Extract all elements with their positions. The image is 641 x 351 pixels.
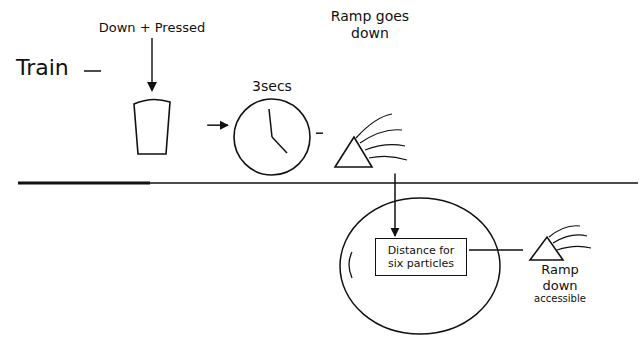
clock-hand [269,109,272,137]
process-box: Distance for six particles [375,238,467,276]
track-line [150,182,638,184]
dash-mark [84,70,101,72]
node-outline [525,222,595,262]
timer-node: 3secs [230,78,314,179]
bracket-mark [349,252,352,278]
node-outline [330,42,410,172]
motion-line [360,129,402,142]
clock-face [234,99,310,175]
motion-line [553,235,587,243]
train-label: Train [16,55,69,80]
node-text: Ramp down [534,262,586,293]
ramp-node: Ramp downaccessible [525,222,595,305]
node-text: Down + Pressed [99,20,205,36]
node-text: Distance for six particles [381,244,461,270]
motion-line [557,246,591,250]
connector-line [207,124,228,126]
button-shape [134,99,170,154]
motion-line [369,156,407,160]
ramp-shape [335,137,372,167]
leader-head [147,82,157,92]
node-text: Ramp goes down [325,8,415,42]
leader-arrow [151,38,152,86]
button-node: Down + Pressed [99,20,205,156]
node-outline [230,95,314,179]
connector-line [394,174,396,236]
node-outline [122,36,182,156]
connector-line [316,132,323,134]
track-thick [18,182,150,185]
node-text: accessible [534,293,586,305]
clock-hand [272,137,287,153]
node-text: 3secs [252,78,292,95]
motion-line [365,144,405,149]
ramp-node: Ramp goes down [325,8,415,172]
motion-line [356,114,392,138]
connector-line [469,249,523,251]
zoom-circle [340,198,500,334]
